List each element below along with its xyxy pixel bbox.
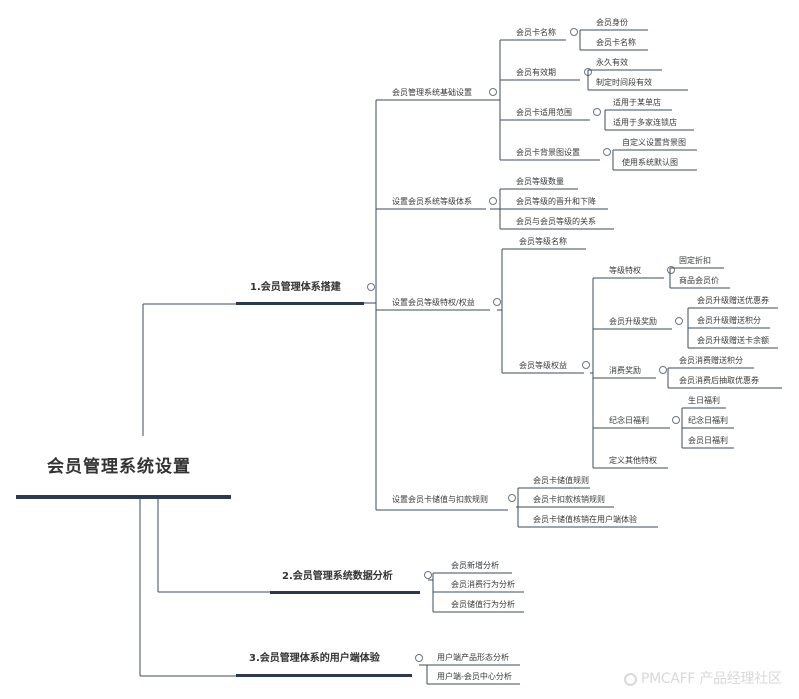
node-validity[interactable]: 会员有效期 — [516, 68, 556, 77]
node-basic-settings[interactable]: 会员管理系统基础设置 — [392, 88, 472, 97]
leaf-product-form-analysis[interactable]: 用户端产品形态分析 — [437, 653, 509, 662]
leaf-level-count[interactable]: 会员等级数量 — [516, 177, 564, 186]
leaf-upgrade-points[interactable]: 会员升级赠送积分 — [697, 316, 761, 325]
node-level-name[interactable]: 会员等级名称 — [519, 237, 567, 246]
node-level-privileges[interactable]: 设置会员等级特权/权益 — [392, 298, 475, 307]
leaf-member-center-analysis[interactable]: 用户端-会员中心分析 — [437, 672, 512, 681]
root-underline-bar — [16, 495, 231, 499]
collapse-toggle-icon[interactable] — [672, 416, 680, 424]
leaf-stored-value-rule[interactable]: 会员卡储值规则 — [533, 476, 589, 485]
leaf-upgrade-balance[interactable]: 会员升级赠送卡余额 — [697, 336, 769, 345]
collapse-toggle-icon[interactable] — [582, 361, 590, 369]
node-background[interactable]: 会员卡背景图设置 — [516, 148, 580, 157]
leaf-new-member-analysis[interactable]: 会员新增分析 — [451, 561, 499, 570]
node-anniversary[interactable]: 纪念日福利 — [609, 416, 649, 425]
leaf-upgrade-coupon[interactable]: 会员升级赠送优惠券 — [697, 296, 769, 305]
branch-3-bar — [236, 674, 412, 677]
node-upgrade-reward[interactable]: 会员升级奖励 — [609, 317, 657, 326]
leaf-card-name[interactable]: 会员卡名称 — [596, 38, 636, 47]
root-node[interactable]: 会员管理系统设置 — [47, 457, 191, 477]
pmcaff-logo-icon — [624, 673, 637, 686]
leaf-anniversary-benefit[interactable]: 纪念日福利 — [688, 416, 728, 425]
branch-2-collapse-icon[interactable] — [424, 571, 432, 579]
leaf-time-period[interactable]: 制定时间段有效 — [596, 78, 652, 87]
branch-3-label[interactable]: 3.会员管理体系的用户端体验 — [249, 653, 380, 664]
collapse-toggle-icon[interactable] — [659, 366, 667, 374]
leaf-consume-points[interactable]: 会员消费赠送积分 — [679, 356, 743, 365]
node-scope[interactable]: 会员卡适用范围 — [516, 108, 572, 117]
collapse-toggle-icon[interactable] — [493, 298, 501, 306]
branch-1-label[interactable]: 1.会员管理体系搭建 — [250, 282, 341, 293]
leaf-member-day[interactable]: 会员日福利 — [688, 436, 728, 445]
collapse-toggle-icon[interactable] — [489, 197, 497, 205]
branch-2-bar — [270, 591, 420, 594]
leaf-chain-stores[interactable]: 适用于多家连锁店 — [613, 118, 677, 127]
branch-2-label[interactable]: 2.会员管理系统数据分析 — [282, 571, 393, 582]
collapse-toggle-icon[interactable] — [508, 494, 516, 502]
branch-3-collapse-icon[interactable] — [415, 654, 423, 662]
node-stored-value-rules[interactable]: 设置会员卡储值与扣款规则 — [392, 495, 488, 504]
leaf-single-store[interactable]: 适用于某单店 — [613, 98, 661, 107]
leaf-birthday[interactable]: 生日福利 — [688, 396, 720, 405]
leaf-deduction-rule[interactable]: 会员卡扣款核销规则 — [533, 495, 605, 504]
collapse-toggle-icon[interactable] — [593, 108, 601, 116]
leaf-custom-bg[interactable]: 自定义设置背景图 — [622, 138, 686, 147]
node-level-system[interactable]: 设置会员系统等级体系 — [392, 197, 472, 206]
leaf-user-experience[interactable]: 会员卡储值核销在用户端体验 — [533, 515, 637, 524]
leaf-fixed-discount[interactable]: 固定折扣 — [679, 256, 711, 265]
leaf-member-price[interactable]: 商品会员价 — [679, 276, 719, 285]
leaf-level-relation[interactable]: 会员与会员等级的关系 — [516, 217, 596, 226]
collapse-toggle-icon[interactable] — [675, 317, 683, 325]
collapse-toggle-icon[interactable] — [489, 88, 497, 96]
node-level-privilege[interactable]: 等级特权 — [609, 266, 641, 275]
leaf-stored-value-analysis[interactable]: 会员储值行为分析 — [451, 600, 515, 609]
collapse-toggle-icon[interactable] — [603, 148, 611, 156]
watermark: PMCAFF 产品经理社区 — [624, 671, 782, 687]
node-other-privileges[interactable]: 定义其他特权 — [609, 456, 657, 465]
branch-1-collapse-icon[interactable] — [367, 283, 375, 291]
leaf-permanent[interactable]: 永久有效 — [596, 58, 628, 67]
leaf-consumption-analysis[interactable]: 会员消费行为分析 — [451, 580, 515, 589]
branch-1-bar — [236, 302, 364, 305]
collapse-toggle-icon[interactable] — [570, 28, 578, 36]
watermark-text: PMCAFF 产品经理社区 — [641, 671, 782, 687]
leaf-level-promotion[interactable]: 会员等级的晋升和下降 — [516, 197, 596, 206]
leaf-default-bg[interactable]: 使用系统默认图 — [622, 158, 678, 167]
leaf-consume-coupon[interactable]: 会员消费后抽取优惠券 — [679, 376, 759, 385]
node-consume-reward[interactable]: 消费奖励 — [609, 366, 641, 375]
node-level-rights[interactable]: 会员等级权益 — [519, 361, 567, 370]
node-card-name[interactable]: 会员卡名称 — [516, 28, 556, 37]
leaf-member-identity[interactable]: 会员身份 — [596, 18, 628, 27]
